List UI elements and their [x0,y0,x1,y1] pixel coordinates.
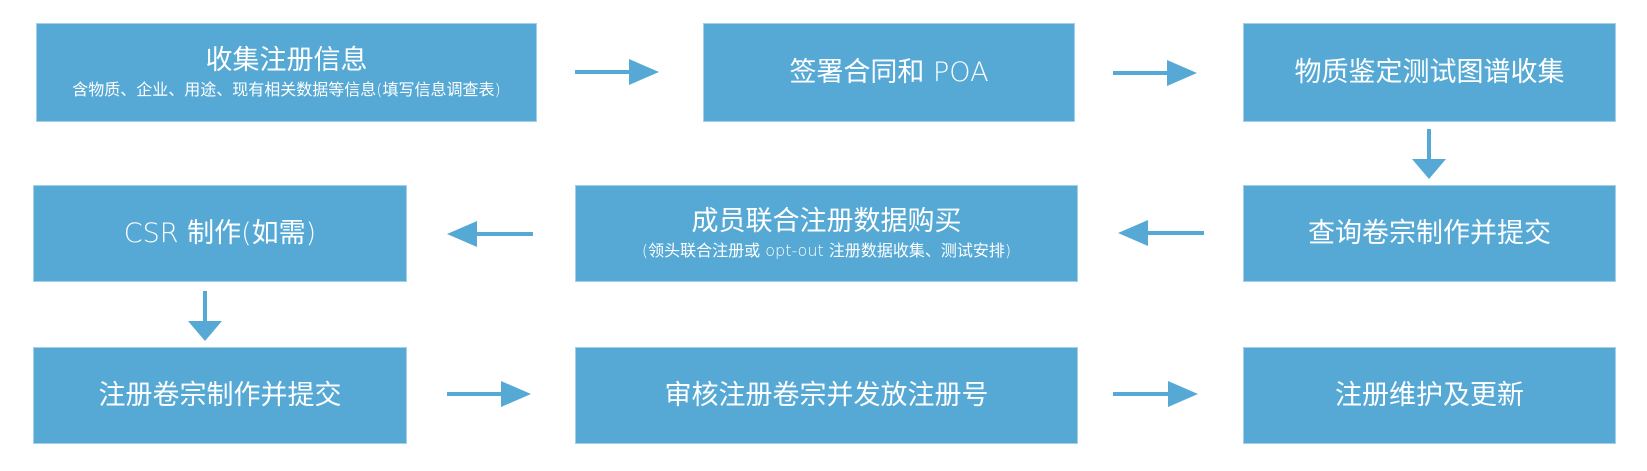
step-title: 审核注册卷宗并发放注册号 [664,379,989,411]
connector-step6-step7 [188,291,222,341]
flow-step-joint-registration-data-purchase: 成员联合注册数据购买 (领头联合注册或 opt-out 注册数据收集、测试安排) [575,185,1078,282]
arrow-left-icon [447,221,533,247]
step-title: 注册卷宗制作并提交 [98,379,342,411]
connector-step8-step9 [1113,381,1198,407]
flow-step-registration-dossier-submit: 注册卷宗制作并提交 [33,347,407,444]
flow-step-substance-id-spectra-collection: 物质鉴定测试图谱收集 [1243,23,1616,122]
step-subtitle: (领头联合注册或 opt-out 注册数据收集、测试安排) [641,241,1012,261]
arrow-right-icon [447,381,531,407]
step-title: 成员联合注册数据购买 [691,205,962,237]
step-title: 签署合同和 POA [789,56,989,88]
step-title: 注册维护及更新 [1335,379,1524,411]
connector-step2-step3 [1113,60,1197,86]
step-title: 查询卷宗制作并提交 [1308,217,1551,249]
step-title: 收集注册信息 [205,44,368,76]
arrow-left-icon [1118,220,1204,246]
arrow-right-icon [1113,381,1198,407]
flow-step-inquiry-dossier-submit: 查询卷宗制作并提交 [1243,185,1616,282]
arrow-down-icon [188,291,222,341]
connector-step3-step4 [1412,129,1446,179]
step-subtitle: 含物质、企业、用途、现有相关数据等信息(填写信息调查表) [72,80,501,100]
connector-step5-step6 [447,221,533,247]
flow-step-review-issue-registration-number: 审核注册卷宗并发放注册号 [575,347,1078,444]
flow-step-collect-registration-info: 收集注册信息 含物质、企业、用途、现有相关数据等信息(填写信息调查表) [36,23,537,122]
flow-step-sign-contract-poa: 签署合同和 POA [703,23,1075,122]
connector-step4-step5 [1118,220,1204,246]
flow-step-csr-preparation: CSR 制作(如需) [33,185,407,282]
connector-step1-step2 [575,59,659,85]
arrow-right-icon [1113,60,1197,86]
arrow-right-icon [575,59,659,85]
step-title: CSR 制作(如需) [123,217,317,249]
flow-step-registration-maintenance-update: 注册维护及更新 [1243,347,1616,444]
arrow-down-icon [1412,129,1446,179]
connector-step7-step8 [447,381,531,407]
step-title: 物质鉴定测试图谱收集 [1294,56,1565,88]
